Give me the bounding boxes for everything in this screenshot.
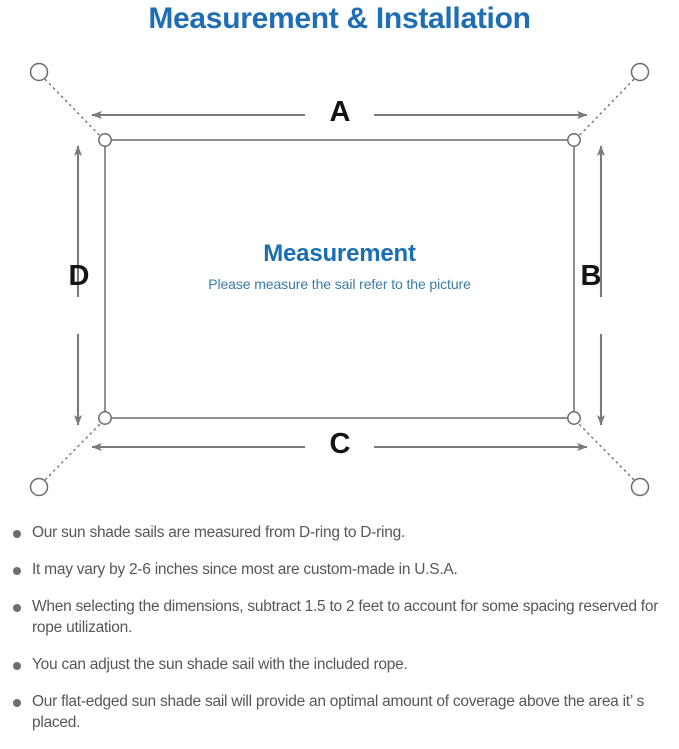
sail-diagram	[29, 62, 650, 497]
list-item: Our flat-edged sun shade sail will provi…	[0, 691, 679, 733]
rope-lines	[40, 74, 639, 485]
bullet-icon	[13, 699, 21, 707]
d-ring-bottom-left	[98, 411, 112, 425]
bullet-icon	[13, 604, 21, 612]
bullet-icon	[13, 530, 21, 538]
notes-list: Our sun shade sails are measured from D-…	[0, 522, 679, 749]
sail-body	[104, 139, 575, 419]
page-title: Measurement & Installation	[148, 2, 531, 35]
list-item: Our sun shade sails are measured from D-…	[0, 522, 679, 543]
dimension-label-d: D	[68, 260, 90, 292]
rope-line-top-right	[574, 74, 639, 141]
list-item-text: Our sun shade sails are measured from D-…	[32, 524, 406, 541]
list-item-text: It may vary by 2-6 inches since most are…	[32, 561, 458, 578]
bullet-icon	[13, 567, 21, 575]
list-item-text: Our flat-edged sun shade sail will provi…	[32, 693, 645, 731]
rope-line-bottom-right	[574, 419, 639, 485]
d-ring-bottom-right	[567, 411, 581, 425]
d-rings	[98, 133, 581, 425]
anchor-point-bottom-right	[630, 477, 650, 497]
anchor-point-top-left	[29, 62, 49, 82]
dimension-label-b: B	[580, 260, 602, 292]
rope-line-bottom-left	[40, 419, 105, 485]
anchor-points	[29, 62, 650, 497]
list-item-text: When selecting the dimensions, subtract …	[32, 598, 659, 636]
d-ring-top-left	[98, 133, 112, 147]
anchor-point-top-right	[630, 62, 650, 82]
list-item-text: You can adjust the sun shade sail with t…	[32, 656, 408, 673]
bullet-icon	[13, 662, 21, 670]
dimension-label-a: A	[329, 96, 351, 128]
d-ring-top-right	[567, 133, 581, 147]
anchor-point-bottom-left	[29, 477, 49, 497]
list-item: When selecting the dimensions, subtract …	[0, 596, 679, 638]
dimension-label-c: C	[329, 428, 351, 460]
list-item: You can adjust the sun shade sail with t…	[0, 654, 679, 675]
list-item: It may vary by 2-6 inches since most are…	[0, 559, 679, 580]
rope-line-top-left	[40, 74, 105, 141]
